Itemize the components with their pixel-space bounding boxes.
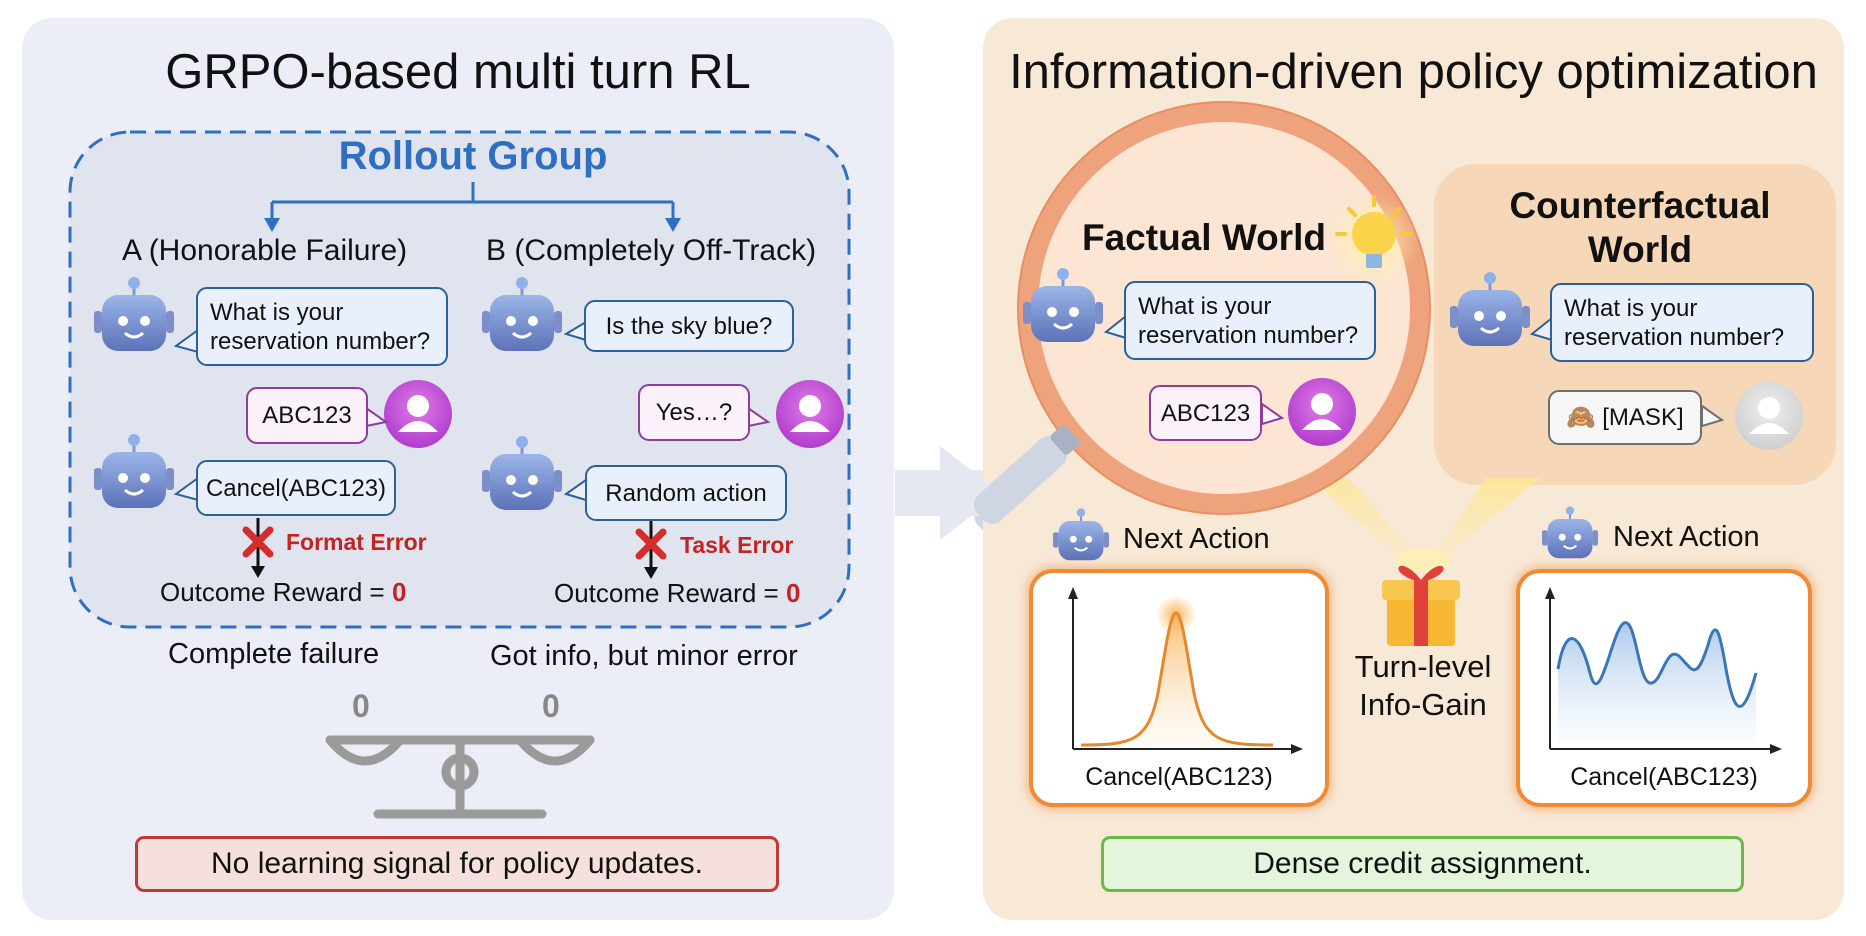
y-axis-arrow	[1068, 587, 1078, 599]
robot-icon	[1023, 268, 1103, 342]
reward-b: Outcome Reward = 0	[554, 578, 800, 609]
flat-distribution-plot	[1545, 587, 1782, 754]
agent-bubble-a2: Cancel(ABC123)	[196, 460, 396, 516]
task-error-label: Task Error	[680, 532, 794, 558]
agent-bubble-b1: Is the sky blue?	[584, 300, 794, 352]
x-axis-arrow	[1291, 744, 1303, 754]
wave-area	[1558, 622, 1756, 743]
user-bubble-b: Yes…?	[638, 384, 750, 441]
monkey-mask-icon: 🙈	[1566, 404, 1597, 431]
reward-b-text: Outcome Reward =	[554, 578, 786, 608]
wave-curve	[1556, 621, 1758, 708]
mask-token: [MASK]	[1602, 404, 1684, 431]
turn-level-info-gain: Turn-level Info-Gain	[1354, 649, 1492, 722]
robot-icon	[94, 277, 174, 351]
factual-user-bubble: ABC123	[1149, 385, 1262, 441]
robot-icon	[482, 436, 562, 510]
caption-a: Complete failure	[168, 638, 380, 670]
rollout-connector-fg	[264, 182, 681, 232]
robot-icon	[1450, 272, 1530, 346]
next-action-right: Next Action	[1613, 521, 1760, 553]
user-avatar-icon	[1288, 378, 1356, 446]
user-avatars-fg	[384, 378, 1803, 450]
user-avatar-icon	[384, 380, 452, 448]
reward-a-value: 0	[391, 577, 407, 607]
x-axis-arrow	[1770, 744, 1782, 754]
rollout-group-title: Rollout Group	[338, 134, 608, 178]
chart-left-caption: Cancel(ABC123)	[1085, 763, 1273, 791]
peaked-distribution-chart: Cancel(ABC123)	[1029, 569, 1329, 807]
chart-right-caption: Cancel(ABC123)	[1570, 763, 1758, 791]
robot-icons-fg	[94, 268, 1598, 561]
user-avatar-icon	[776, 380, 844, 448]
counterfactual-world-title: Counterfactual World	[1509, 185, 1771, 270]
format-error-label: Format Error	[286, 529, 427, 555]
reward-a-text: Outcome Reward =	[160, 577, 392, 607]
scale-right-value: 0	[542, 688, 560, 724]
next-action-left: Next Action	[1123, 523, 1270, 555]
balance-scale-icon-fg	[325, 735, 595, 819]
counterfactual-mask-bubble: 🙈[MASK]	[1548, 390, 1702, 445]
scale-left-value: 0	[352, 688, 370, 724]
grpo-title: GRPO-based multi turn RL	[165, 45, 751, 99]
x-mark-icon-fg	[242, 526, 667, 560]
branch-a-label: A (Honorable Failure)	[122, 234, 408, 267]
robot-icon	[1053, 508, 1109, 561]
factual-world-title: Factual World	[1082, 217, 1326, 258]
robot-icon	[1542, 506, 1598, 559]
info-driven-title: Information-driven policy optimization	[1009, 45, 1818, 99]
no-signal-box: No learning signal for policy updates.	[135, 836, 779, 892]
reward-b-value: 0	[785, 578, 801, 608]
dense-credit-box: Dense credit assignment.	[1101, 836, 1744, 892]
factual-agent-bubble: What is your reservation number?	[1124, 281, 1376, 360]
agent-bubble-a1: What is your reservation number?	[196, 287, 448, 366]
robot-icon	[94, 434, 174, 508]
user-avatar-icon-masked	[1735, 382, 1803, 450]
reward-a: Outcome Reward = 0	[160, 577, 406, 608]
user-bubble-a: ABC123	[246, 387, 368, 444]
agent-bubble-b2: Random action	[585, 465, 787, 521]
transition-arrow-overlay	[895, 446, 1000, 540]
peak-area	[1081, 613, 1273, 745]
caption-b: Got info, but minor error	[490, 640, 798, 672]
y-axis-arrow	[1545, 587, 1555, 599]
robot-icon	[482, 277, 562, 351]
flat-distribution-chart: Cancel(ABC123)	[1516, 569, 1812, 807]
branch-b-label: B (Completely Off-Track)	[486, 234, 817, 267]
peak-curve	[1080, 611, 1274, 747]
counterfactual-agent-bubble: What is your reservation number?	[1550, 283, 1814, 362]
peaked-distribution-plot	[1068, 587, 1303, 754]
light-bulb-icon-fg	[1328, 194, 1420, 286]
info-beams-fg	[1300, 470, 1540, 572]
gift-icon-fg	[1382, 565, 1460, 646]
